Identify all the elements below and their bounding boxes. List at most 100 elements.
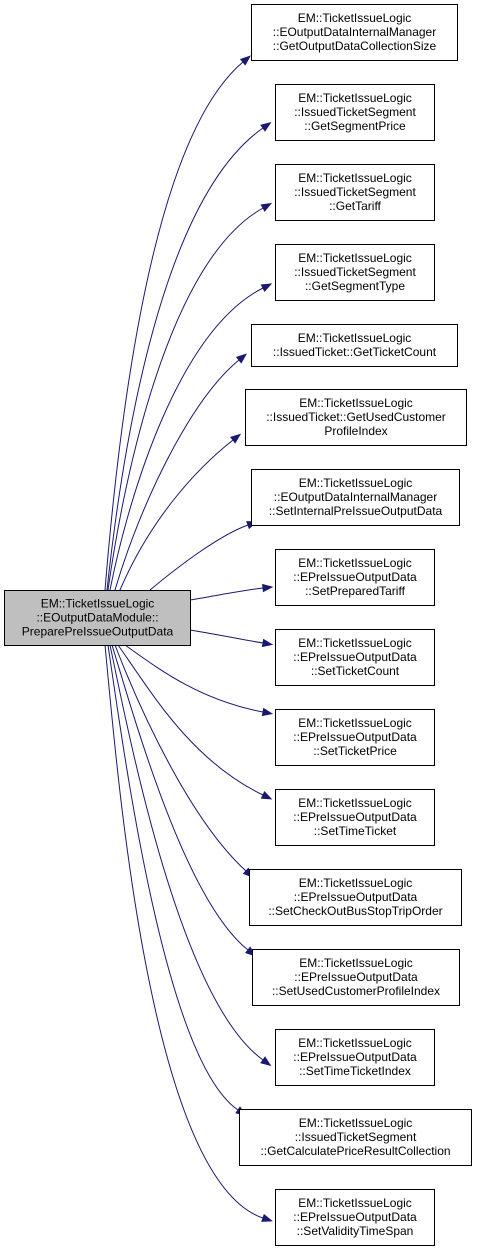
node-label-line: EM::TicketIssueLogic: [299, 956, 413, 970]
call-edge-6: [119, 439, 234, 591]
node-label-line: EM::TicketIssueLogic: [299, 876, 413, 890]
callee-node-6-box: [245, 389, 467, 446]
callee-node-1[interactable]: EM::TicketIssueLogic::EOutputDataInterna…: [251, 4, 458, 61]
node-label-line: ::EPreIssueOutputData: [294, 890, 418, 904]
callee-node-14-box: [275, 1029, 435, 1086]
node-label-line: ::GetCalculatePriceResultCollection: [260, 1144, 450, 1158]
callee-node-8[interactable]: EM::TicketIssueLogic::EPreIssueOutputDat…: [275, 549, 435, 606]
call-edge-14: [109, 644, 264, 1061]
callee-node-1-box: [251, 4, 458, 61]
call-edge-13: [111, 644, 249, 951]
node-label-line: ::GetSegmentPrice: [304, 119, 406, 133]
node-label-line: ::IssuedTicketSegment: [294, 185, 416, 199]
node-label-line: ::GetSegmentType: [305, 279, 405, 293]
node-label-line: ::EPreIssueOutputData: [294, 970, 418, 984]
node-label-line: ::IssuedTicketSegment: [294, 105, 416, 119]
call-edge-7: [149, 524, 249, 591]
node-label-line: EM::TicketIssueLogic: [298, 556, 412, 570]
arrowhead-icon: [262, 583, 274, 593]
node-label-line: EM::TicketIssueLogic: [298, 1196, 412, 1210]
node-label-line: EM::TicketIssueLogic: [299, 476, 413, 490]
call-edge-4: [109, 287, 264, 591]
node-label-line: ::SetTicketPrice: [313, 744, 397, 758]
node-label-line: ::SetValidityTimeSpan: [297, 1224, 414, 1238]
arrowhead-icon: [260, 202, 273, 212]
node-label-line: ::SetInternalPreIssueOutputData: [269, 504, 443, 518]
call-edge-1: [104, 61, 244, 591]
callee-node-11-box: [275, 789, 435, 846]
node-label-line: PreparePreIssueOutputData: [22, 625, 174, 639]
callee-node-16-box: [275, 1189, 435, 1246]
root-function-node[interactable]: EM::TicketIssueLogic::EOutputDataModule:…: [4, 590, 191, 646]
node-label-line: ::GetTariff: [329, 199, 381, 213]
callee-node-12[interactable]: EM::TicketIssueLogic::EPreIssueOutputDat…: [249, 869, 462, 926]
arrowhead-icon: [261, 707, 274, 717]
node-label-line: ::EOutputDataModule::: [36, 611, 158, 625]
node-label-line: ::IssuedTicketSegment: [294, 265, 416, 279]
callee-node-5-box: [251, 324, 458, 367]
node-label-line: EM::TicketIssueLogic: [298, 171, 412, 185]
node-label-line: ::EPreIssueOutputData: [293, 730, 417, 744]
edges-layer: [104, 55, 274, 1222]
node-label-line: EM::TicketIssueLogic: [299, 1116, 413, 1130]
callee-node-7[interactable]: EM::TicketIssueLogic::EOutputDataInterna…: [251, 469, 460, 526]
arrowhead-icon: [260, 790, 273, 800]
call-edge-9: [189, 629, 264, 644]
call-edge-15: [107, 644, 239, 1111]
root-function-node-box: [4, 590, 191, 646]
arrowhead-icon: [235, 353, 248, 364]
callee-node-7-box: [251, 469, 460, 526]
callee-node-2-box: [275, 84, 435, 141]
callee-node-8-box: [275, 549, 435, 606]
callee-node-4-box: [275, 244, 435, 301]
callee-node-13[interactable]: EM::TicketIssueLogic::EPreIssueOutputDat…: [252, 949, 460, 1006]
node-label-line: EM::TicketIssueLogic: [298, 331, 412, 345]
callee-node-12-box: [249, 869, 462, 926]
node-label-line: EM::TicketIssueLogic: [298, 796, 412, 810]
node-label-line: ::SetTimeTicketIndex: [299, 1064, 411, 1078]
arrowhead-icon: [260, 1056, 272, 1067]
node-label-line: ::IssuedTicket::GetUsedCustomer: [266, 410, 446, 424]
node-label-line: ::EPreIssueOutputData: [293, 650, 417, 664]
callee-node-15[interactable]: EM::TicketIssueLogic::IssuedTicketSegmen…: [239, 1109, 472, 1166]
node-label-line: ::EOutputDataInternalManager: [274, 490, 437, 504]
callee-node-16[interactable]: EM::TicketIssueLogic::EPreIssueOutputDat…: [275, 1189, 435, 1246]
call-edge-2: [106, 127, 264, 591]
arrowhead-icon: [261, 638, 274, 648]
node-label-line: ::EPreIssueOutputData: [293, 570, 417, 584]
callee-node-10[interactable]: EM::TicketIssueLogic::EPreIssueOutputDat…: [275, 709, 435, 766]
callee-node-15-box: [239, 1109, 472, 1166]
callee-node-3[interactable]: EM::TicketIssueLogic::IssuedTicketSegmen…: [275, 164, 435, 221]
node-label-line: ::EPreIssueOutputData: [293, 1210, 417, 1224]
arrowhead-icon: [229, 433, 242, 444]
call-edge-8: [189, 587, 264, 601]
node-label-line: EM::TicketIssueLogic: [298, 91, 412, 105]
call-edge-11: [117, 644, 264, 796]
node-label-line: ::SetTicketCount: [311, 664, 400, 678]
node-label-line: EM::TicketIssueLogic: [298, 251, 412, 265]
node-label-line: EM::TicketIssueLogic: [298, 11, 412, 25]
node-label-line: ::EPreIssueOutputData: [293, 810, 417, 824]
call-edge-10: [124, 644, 264, 713]
callee-node-5[interactable]: EM::TicketIssueLogic::IssuedTicket::GetT…: [251, 324, 458, 367]
arrowhead-icon: [239, 55, 251, 66]
callee-node-6[interactable]: EM::TicketIssueLogic::IssuedTicket::GetU…: [245, 389, 467, 446]
node-label-line: ::SetTimeTicket: [314, 824, 397, 838]
arrowhead-icon: [261, 1213, 273, 1222]
callee-node-4[interactable]: EM::TicketIssueLogic::IssuedTicketSegmen…: [275, 244, 435, 301]
node-label-line: EM::TicketIssueLogic: [298, 636, 412, 650]
node-label-line: ::EPreIssueOutputData: [293, 1050, 417, 1064]
call-edge-12: [114, 644, 247, 872]
callee-node-14[interactable]: EM::TicketIssueLogic::EPreIssueOutputDat…: [275, 1029, 435, 1086]
callee-node-11[interactable]: EM::TicketIssueLogic::EPreIssueOutputDat…: [275, 789, 435, 846]
node-label-line: EM::TicketIssueLogic: [41, 597, 155, 611]
node-label-line: ::IssuedTicketSegment: [295, 1130, 417, 1144]
node-label-line: EM::TicketIssueLogic: [298, 716, 412, 730]
callee-node-9[interactable]: EM::TicketIssueLogic::EPreIssueOutputDat…: [275, 629, 435, 686]
nodes-layer: EM::TicketIssueLogic::EOutputDataModule:…: [4, 4, 472, 1246]
callee-node-13-box: [252, 949, 460, 1006]
node-label-line: ::GetOutputDataCollectionSize: [273, 39, 437, 53]
node-label-line: ::IssuedTicket::GetTicketCount: [273, 345, 437, 359]
callee-node-2[interactable]: EM::TicketIssueLogic::IssuedTicketSegmen…: [275, 84, 435, 141]
